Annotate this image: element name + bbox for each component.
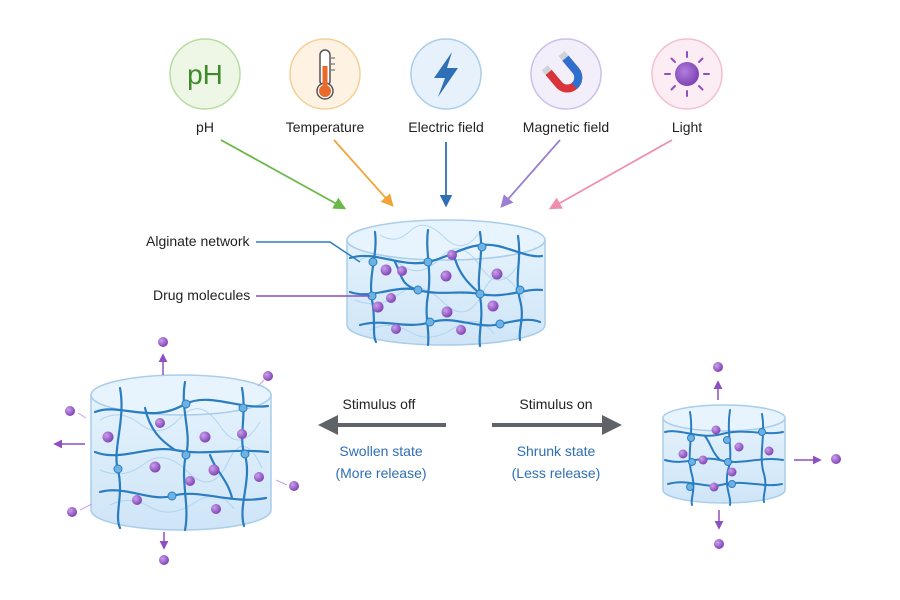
drug-molecules-swollen (102, 418, 264, 514)
swollen-hydrogel (53, 337, 299, 565)
drug-molecules-shrunk (678, 425, 774, 492)
callout-label-network: Alginate network (146, 233, 251, 249)
stimulus-temperature: Temperature (286, 38, 365, 135)
shrunk-crosslinks (686, 428, 766, 491)
stimulus-label-temperature: Temperature (286, 119, 365, 135)
ph-arrow (220, 139, 347, 210)
less-release-label: (Less release) (512, 465, 601, 481)
stimulus-label-light: Light (672, 119, 702, 135)
ph-icon: pH (187, 59, 223, 90)
released-drugs-swollen (53, 337, 299, 565)
callout-label-drug: Drug molecules (153, 287, 250, 303)
stimulus-ph: pH pH (169, 38, 241, 135)
lightning-bolt-icon (434, 52, 458, 97)
drug-molecules-in-gel (372, 250, 503, 335)
thermometer-icon (316, 49, 335, 100)
stimulus-electric-field: Electric field (408, 38, 484, 135)
stimulus-on-label: Stimulus on (519, 396, 592, 412)
shrunk-state-label: Shrunk state (517, 443, 596, 459)
stimulus-light: Light (651, 38, 723, 135)
swollen-state-label: Swollen state (339, 443, 422, 459)
more-release-label: (More release) (335, 465, 426, 481)
network-crosslinks (367, 242, 525, 329)
stimulus-off-group: Stimulus off Swollen state (More release… (318, 396, 446, 481)
shrunk-hydrogel (662, 362, 841, 549)
sun-icon (664, 51, 710, 97)
callout-drug-molecules: Drug molecules (153, 287, 370, 303)
light-arrow (548, 139, 673, 210)
stimulus-off-label: Stimulus off (343, 396, 416, 412)
temperature-arrow (333, 139, 394, 207)
stimulus-on-group: Stimulus on Shrunk state (Less release) (492, 396, 622, 481)
magnetic-field-arrow (500, 139, 561, 208)
stimulus-label-electric-field: Electric field (408, 119, 483, 135)
ph-icon-circle (169, 38, 241, 110)
swollen-crosslinks (113, 399, 250, 501)
magnet-icon (541, 51, 583, 93)
stimulus-label-ph: pH (196, 119, 214, 135)
magnetic-field-icon-circle (530, 38, 602, 110)
stimulus-magnetic-field: Magnetic field (523, 38, 609, 135)
central-hydrogel (346, 219, 546, 348)
stimulus-label-magnetic-field: Magnetic field (523, 119, 609, 135)
callout-alginate-network: Alginate network (146, 233, 361, 263)
released-drugs-shrunk (713, 362, 841, 549)
